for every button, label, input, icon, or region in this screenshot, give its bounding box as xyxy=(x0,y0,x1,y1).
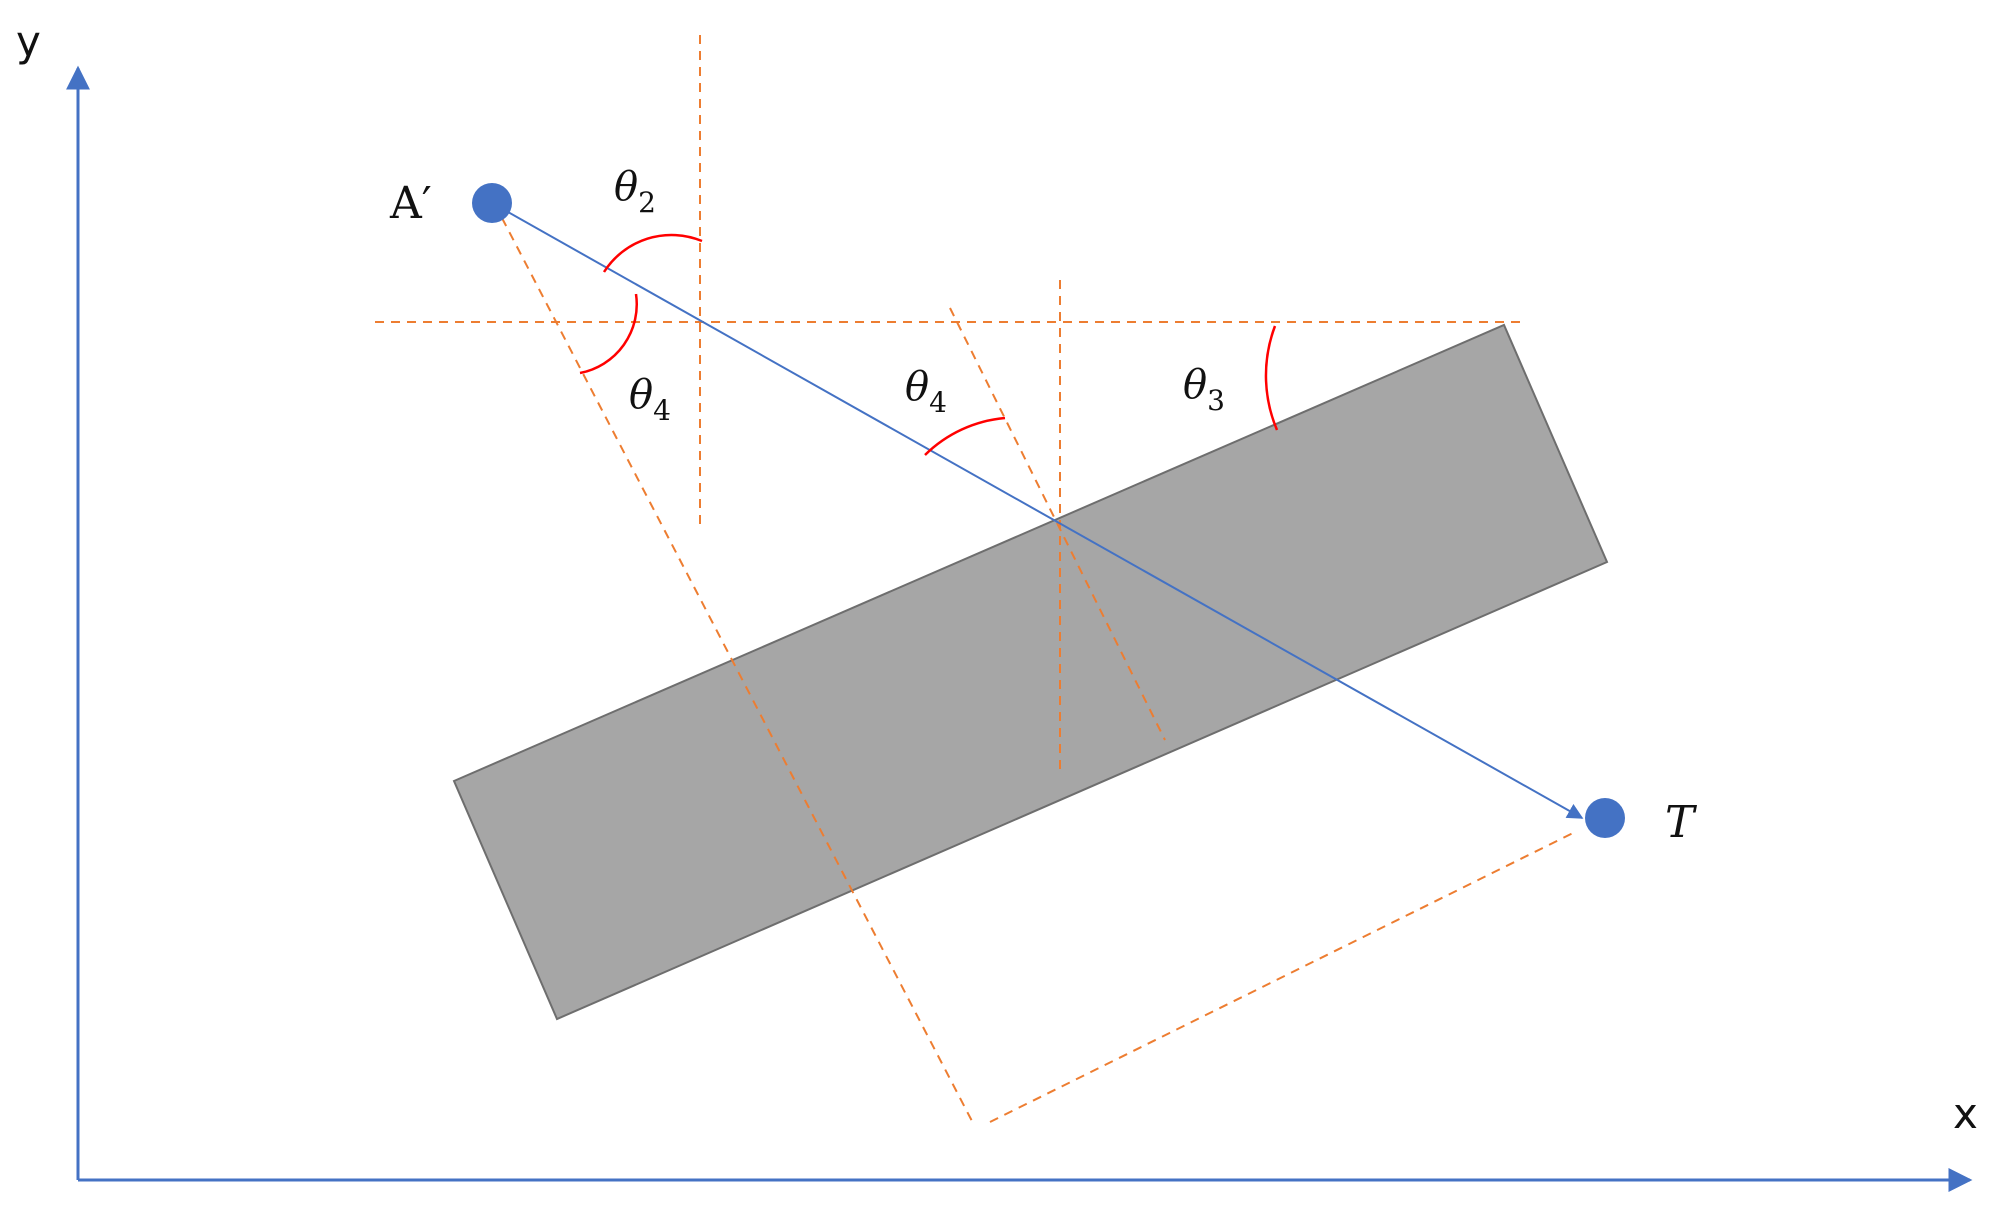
guide-reflection-left xyxy=(501,217,974,1124)
theta4-mid-label: θ4 xyxy=(905,364,947,419)
arc-theta2 xyxy=(602,233,703,273)
point-a-prime-label: A′ xyxy=(389,178,432,229)
point-a-prime xyxy=(472,183,512,223)
guide-reflection-bottom xyxy=(989,831,1576,1123)
y-axis-label: y xyxy=(16,17,41,66)
theta2-label: θ2 xyxy=(614,164,656,219)
point-t xyxy=(1585,798,1625,838)
point-t-label: T xyxy=(1665,797,1698,848)
arc-theta4-mid xyxy=(924,416,1006,456)
guide-normal-mid xyxy=(949,307,1166,741)
x-axis-label: x xyxy=(1953,1089,1978,1138)
arc-theta4-left xyxy=(579,293,638,375)
gray-panel xyxy=(452,323,1609,1021)
arc-theta3 xyxy=(1264,325,1279,431)
ray-a-to-t xyxy=(491,202,1584,819)
theta3-label: θ3 xyxy=(1183,362,1225,417)
theta4-left-label: θ4 xyxy=(629,372,671,427)
